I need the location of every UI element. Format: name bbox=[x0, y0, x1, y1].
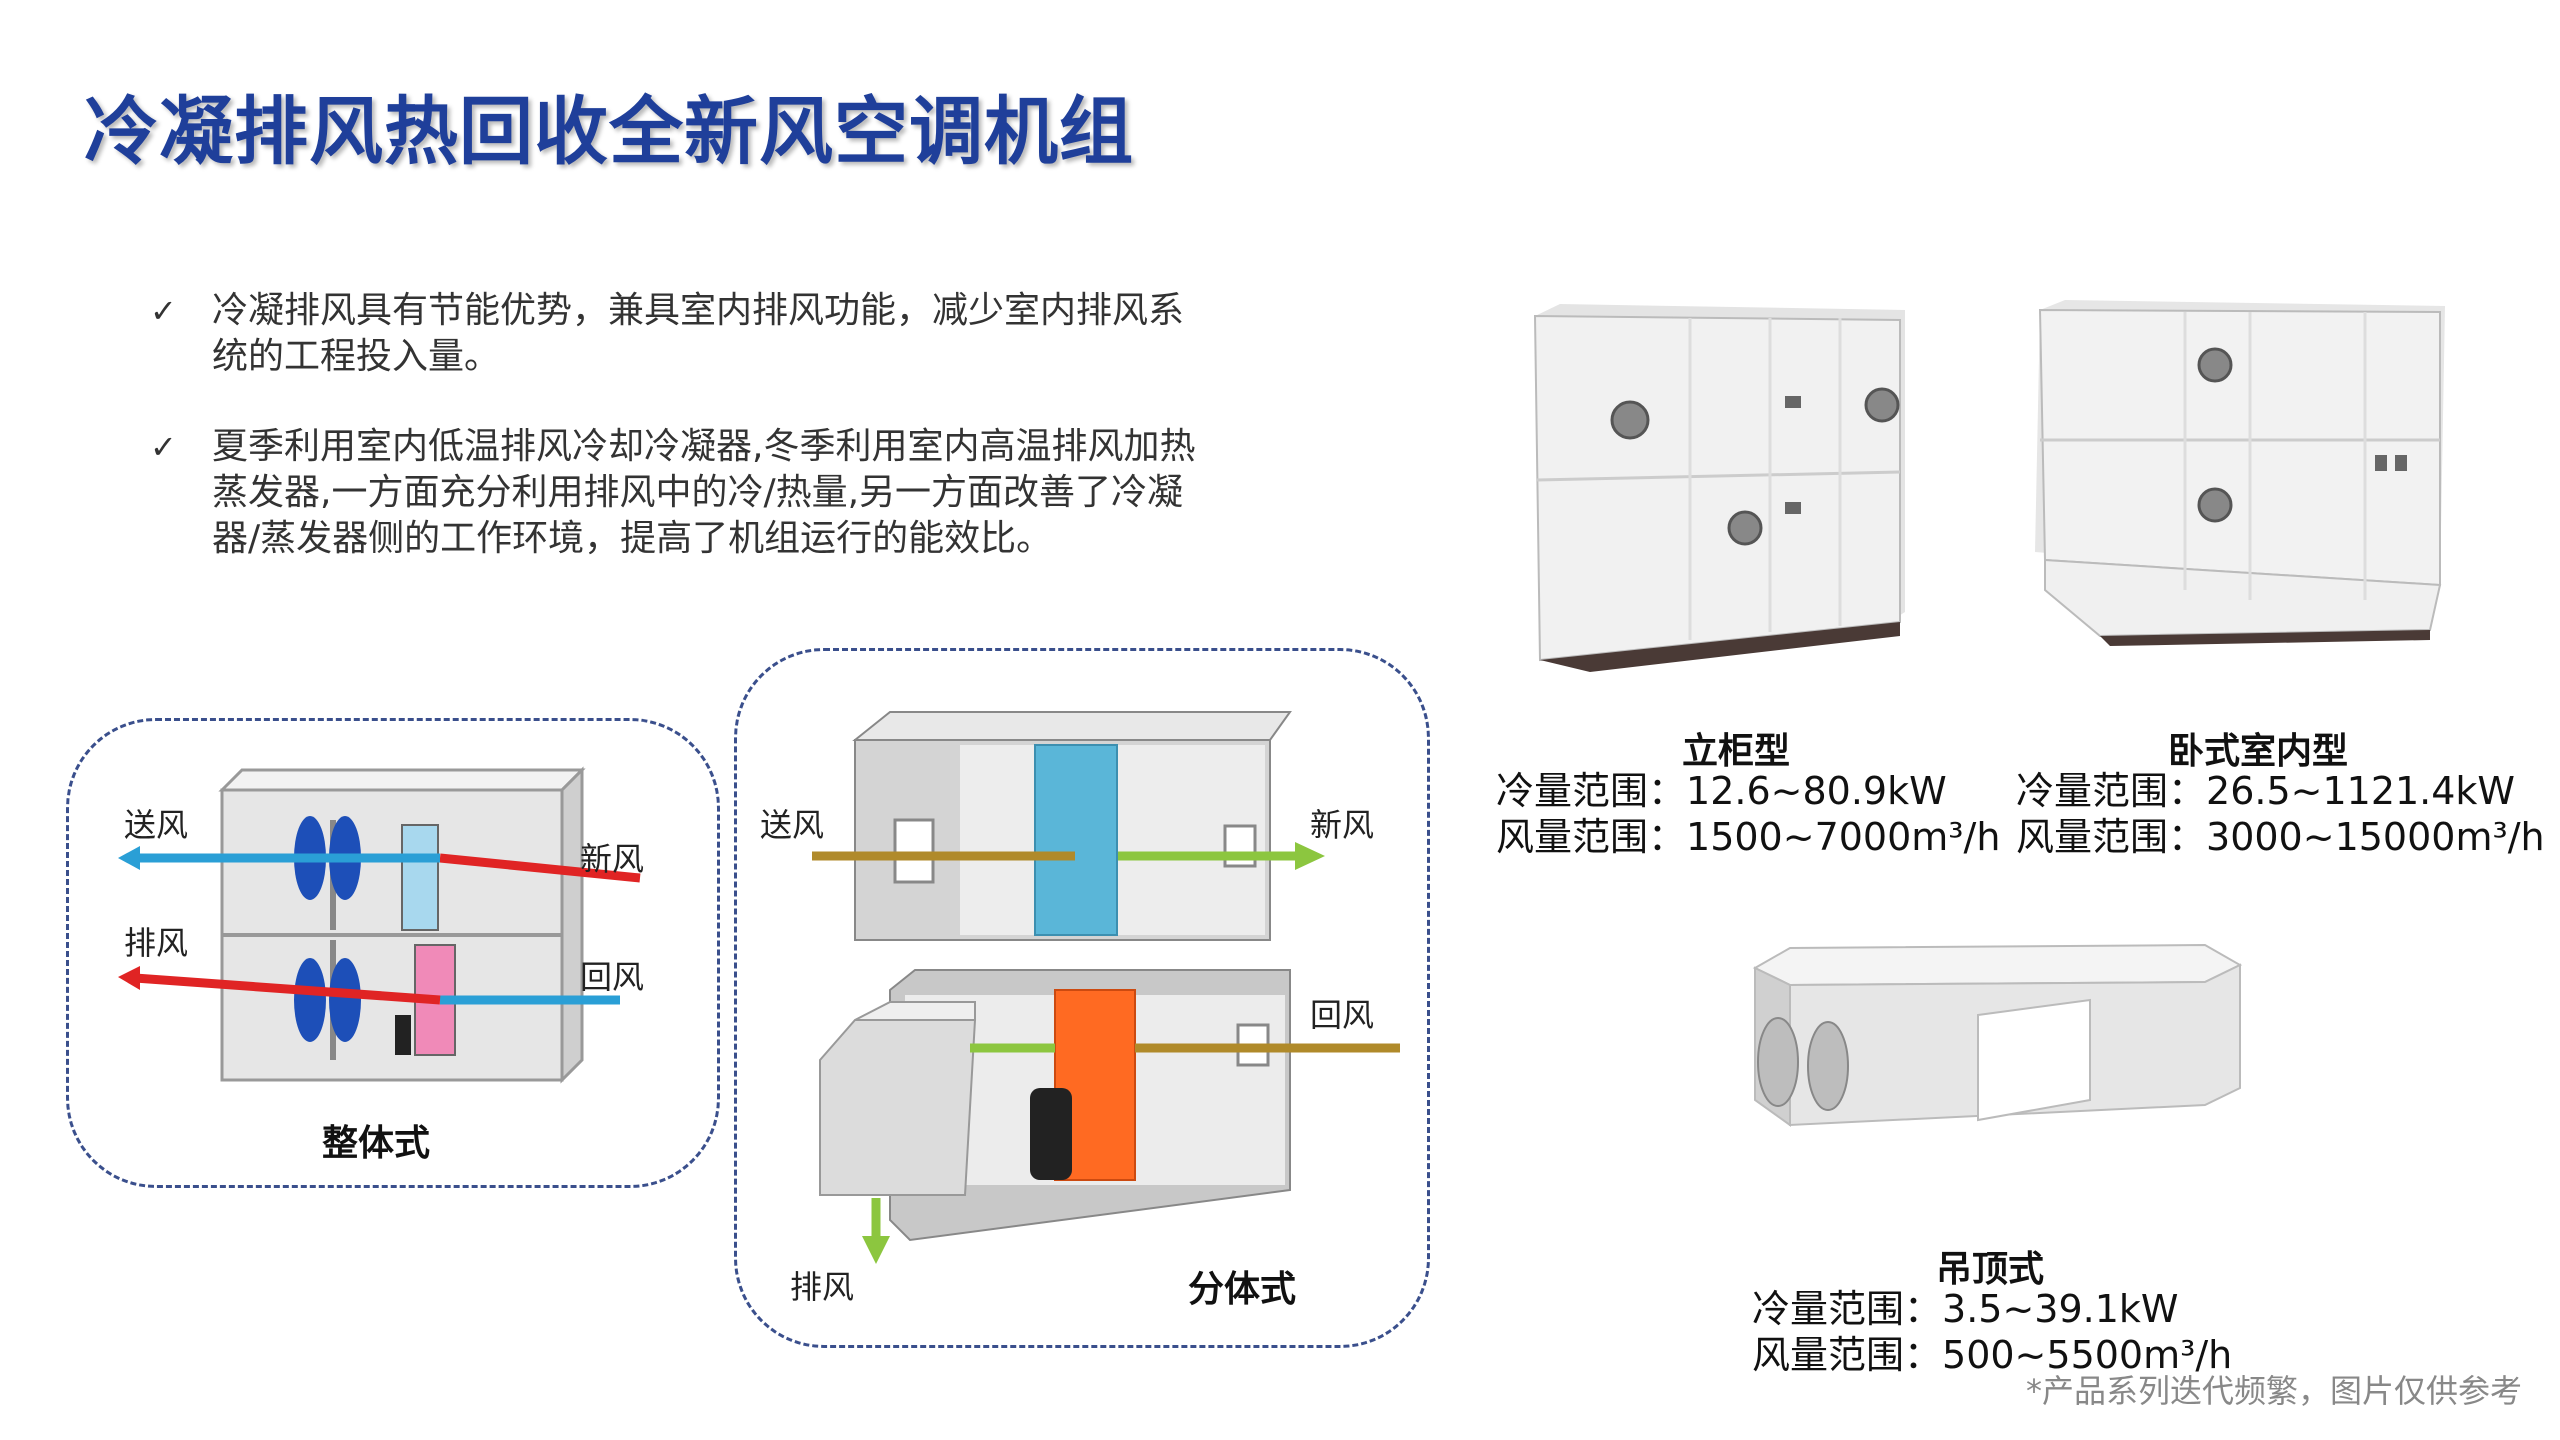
product-spec-row: 冷量范围：12.6~80.9kW bbox=[1496, 768, 1947, 814]
label-exhaust-air: 排风 bbox=[124, 924, 189, 962]
label-fresh-air: 新风 bbox=[1310, 806, 1375, 844]
product-spec-row: 冷量范围：3.5~39.1kW bbox=[1752, 1286, 2178, 1332]
bullet-text: 夏季利用室内低温排风冷却冷凝器,冬季利用室内高温排风加热蒸发器,一方面充分利用排… bbox=[212, 426, 1196, 559]
label-supply-air: 送风 bbox=[760, 806, 825, 844]
page-title: 冷凝排风热回收全新风空调机组 bbox=[84, 89, 1134, 175]
label-exhaust-air: 排风 bbox=[790, 1268, 855, 1306]
product-spec-row: 风量范围：3000~15000m³/h bbox=[2016, 814, 2545, 860]
check-icon: ✓ bbox=[150, 428, 177, 466]
split-diagram-panel bbox=[734, 648, 1430, 1348]
label-supply-air: 送风 bbox=[124, 806, 189, 844]
cooling-value: 12.6~80.9kW bbox=[1686, 769, 1947, 813]
cooling-value: 26.5~1121.4kW bbox=[2206, 769, 2516, 813]
label-fresh-air: 新风 bbox=[580, 840, 645, 878]
spec-label: 冷量范围： bbox=[2016, 769, 2207, 813]
product-spec-row: 风量范围：500~5500m³/h bbox=[1752, 1332, 2232, 1378]
spec-label: 风量范围： bbox=[2016, 815, 2207, 859]
bullet-item: ✓ 夏季利用室内低温排风冷却冷凝器,冬季利用室内高温排风加热蒸发器,一方面充分利… bbox=[150, 424, 1210, 562]
footnote: *产品系列迭代频繁，图片仅供参考 bbox=[2025, 1372, 2522, 1410]
product-title: 立柜型 bbox=[1682, 731, 1791, 772]
label-return-air: 回风 bbox=[1310, 996, 1375, 1034]
cooling-value: 3.5~39.1kW bbox=[1942, 1287, 2179, 1331]
spec-label: 冷量范围： bbox=[1496, 769, 1687, 813]
product-spec-row: 冷量范围：26.5~1121.4kW bbox=[2016, 768, 2515, 814]
product-spec-row: 风量范围：1500~7000m³/h bbox=[1496, 814, 2000, 860]
spec-label: 风量范围： bbox=[1496, 815, 1687, 859]
integrated-diagram-panel bbox=[66, 718, 720, 1188]
split-caption: 分体式 bbox=[1188, 1269, 1297, 1310]
spec-label: 冷量范围： bbox=[1752, 1287, 1943, 1331]
spec-label: 风量范围： bbox=[1752, 1333, 1943, 1377]
airflow-value: 3000~15000m³/h bbox=[2206, 815, 2545, 859]
bullet-item: ✓ 冷凝排风具有节能优势，兼具室内排风功能，减少室内排风系统的工程投入量。 bbox=[150, 288, 1210, 380]
label-return-air: 回风 bbox=[580, 958, 645, 996]
product-title: 吊顶式 bbox=[1936, 1249, 2045, 1290]
check-icon: ✓ bbox=[150, 292, 177, 330]
airflow-value: 1500~7000m³/h bbox=[1686, 815, 2001, 859]
bullet-text: 冷凝排风具有节能优势，兼具室内排风功能，减少室内排风系统的工程投入量。 bbox=[212, 290, 1185, 377]
airflow-value: 500~5500m³/h bbox=[1942, 1333, 2233, 1377]
product-title: 卧式室内型 bbox=[2168, 731, 2349, 772]
integrated-caption: 整体式 bbox=[322, 1123, 431, 1164]
